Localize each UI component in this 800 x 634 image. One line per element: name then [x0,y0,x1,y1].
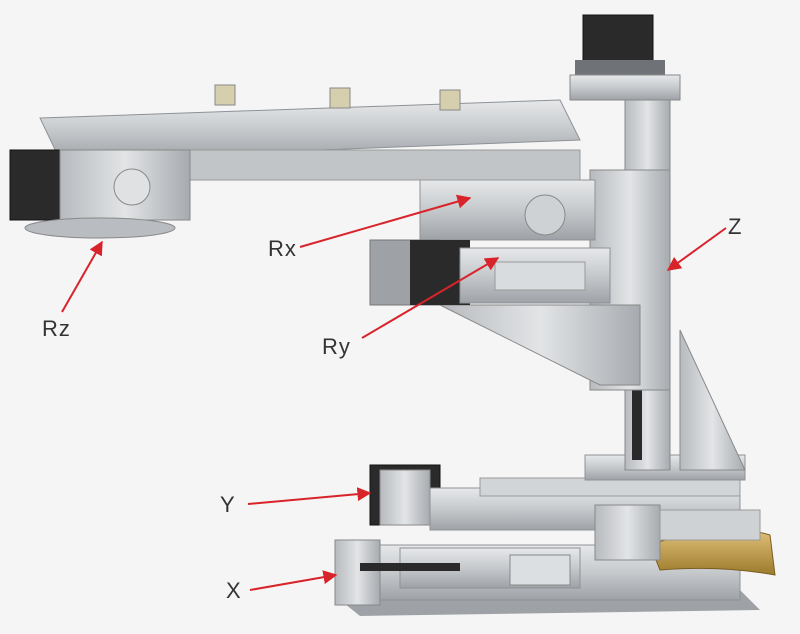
callout-arrows [61,194,727,591]
label-x: X [226,578,242,603]
label-y: Y [220,492,236,517]
arrow-y [247,487,372,505]
label-rz: Rz [42,316,71,341]
arrow-ry [361,257,500,339]
label-ry: Ry [322,334,351,359]
arrow-x [249,570,338,591]
label-rx: Rx [268,236,297,261]
label-z: Z [728,214,743,239]
arrow-rx [299,194,472,248]
arrow-rz [61,240,103,313]
machine-illustration [9,14,776,616]
arrow-z [666,227,727,271]
